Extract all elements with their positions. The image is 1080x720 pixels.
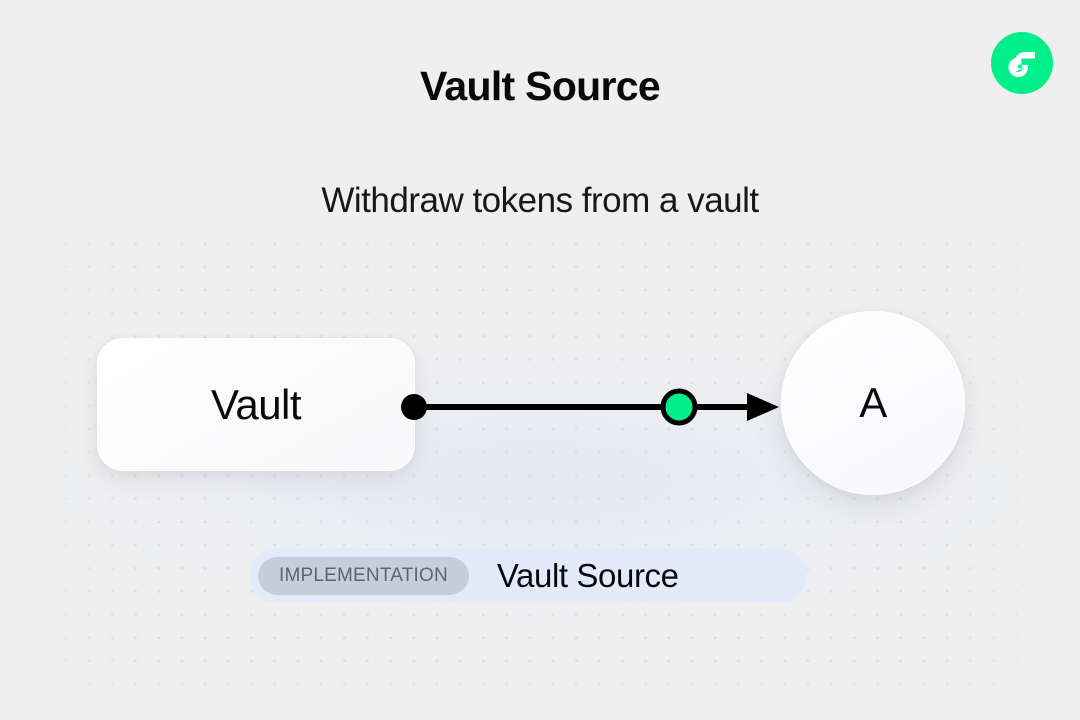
- implementation-name: Vault Source: [496, 556, 679, 594]
- edge-arrowhead-icon: [747, 393, 779, 421]
- flow-logo-icon: [991, 32, 1053, 94]
- implementation-badge[interactable]: IMPLEMENTATION Vault Source: [249, 548, 807, 603]
- edge-token-marker: [660, 388, 698, 426]
- node-vault-label: Vault: [210, 380, 302, 428]
- page-subtitle: Withdraw tokens from a vault: [321, 181, 759, 220]
- implementation-kind-chip: IMPLEMENTATION: [258, 556, 469, 595]
- node-vault[interactable]: Vault: [97, 338, 415, 471]
- node-a-label: A: [859, 379, 887, 426]
- node-a[interactable]: A: [781, 311, 965, 495]
- page-title: Vault Source: [420, 63, 661, 109]
